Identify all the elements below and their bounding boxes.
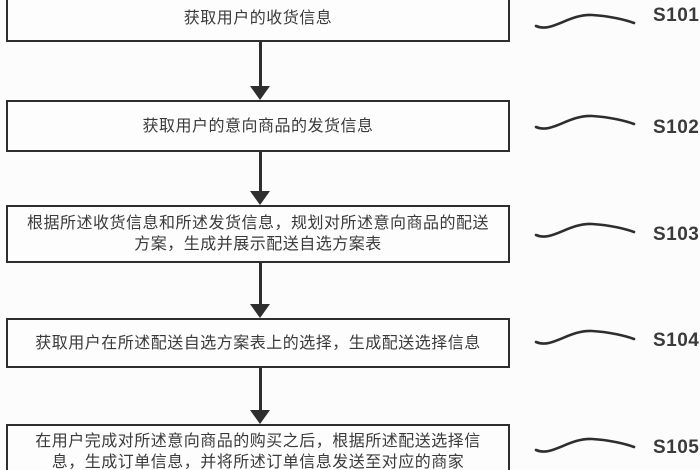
arrow-head bbox=[250, 86, 270, 100]
flow-step-box-1: 获取用户的收货信息 bbox=[6, 0, 510, 42]
squiggle-connector-icon bbox=[534, 222, 636, 238]
step-label-s102: S102 bbox=[653, 117, 700, 138]
step-label-s101: S101 bbox=[653, 5, 700, 26]
flow-step-text-3: 根据所述收货信息和所述发货信息，规划对所述意向商品的配送方案，生成并展示配送自选… bbox=[26, 215, 489, 253]
flow-step-box-3: 根据所述收货信息和所述发货信息，规划对所述意向商品的配送方案，生成并展示配送自选… bbox=[6, 205, 510, 263]
flow-step-text-5: 在用户完成对所述意向商品的购买之后，根据所述配送选择信息，生成订单信息，并将所述… bbox=[35, 433, 481, 470]
flow-step-text-2: 获取用户的意向商品的发货信息 bbox=[142, 117, 374, 135]
squiggle-connector-icon bbox=[534, 13, 636, 29]
arrow-shaft bbox=[258, 368, 262, 411]
arrow-down-icon bbox=[250, 263, 270, 318]
arrow-head bbox=[250, 410, 270, 424]
arrow-shaft bbox=[258, 152, 262, 192]
arrow-down-icon bbox=[250, 152, 270, 205]
arrow-head bbox=[250, 191, 270, 205]
arrow-head bbox=[250, 304, 270, 318]
flow-step-box-4: 获取用户在所述配送自选方案表上的选择，生成配送选择信息 bbox=[6, 318, 510, 368]
squiggle-connector-icon bbox=[534, 329, 636, 345]
flow-step-box-5: 在用户完成对所述意向商品的购买之后，根据所述配送选择信息，生成订单信息，并将所述… bbox=[6, 424, 510, 470]
flow-step-text-1: 获取用户的收货信息 bbox=[183, 9, 333, 27]
flow-step-text-4: 获取用户在所述配送自选方案表上的选择，生成配送选择信息 bbox=[35, 334, 481, 352]
arrow-shaft bbox=[258, 42, 262, 87]
step-label-s105: S105 bbox=[653, 437, 700, 458]
squiggle-connector-icon bbox=[534, 114, 636, 130]
step-label-s103: S103 bbox=[653, 224, 700, 245]
flow-step-box-2: 获取用户的意向商品的发货信息 bbox=[6, 100, 510, 152]
step-label-s104: S104 bbox=[653, 330, 700, 351]
arrow-down-icon bbox=[250, 42, 270, 100]
arrow-shaft bbox=[258, 263, 262, 305]
arrow-down-icon bbox=[250, 368, 270, 424]
squiggle-connector-icon bbox=[534, 437, 636, 453]
